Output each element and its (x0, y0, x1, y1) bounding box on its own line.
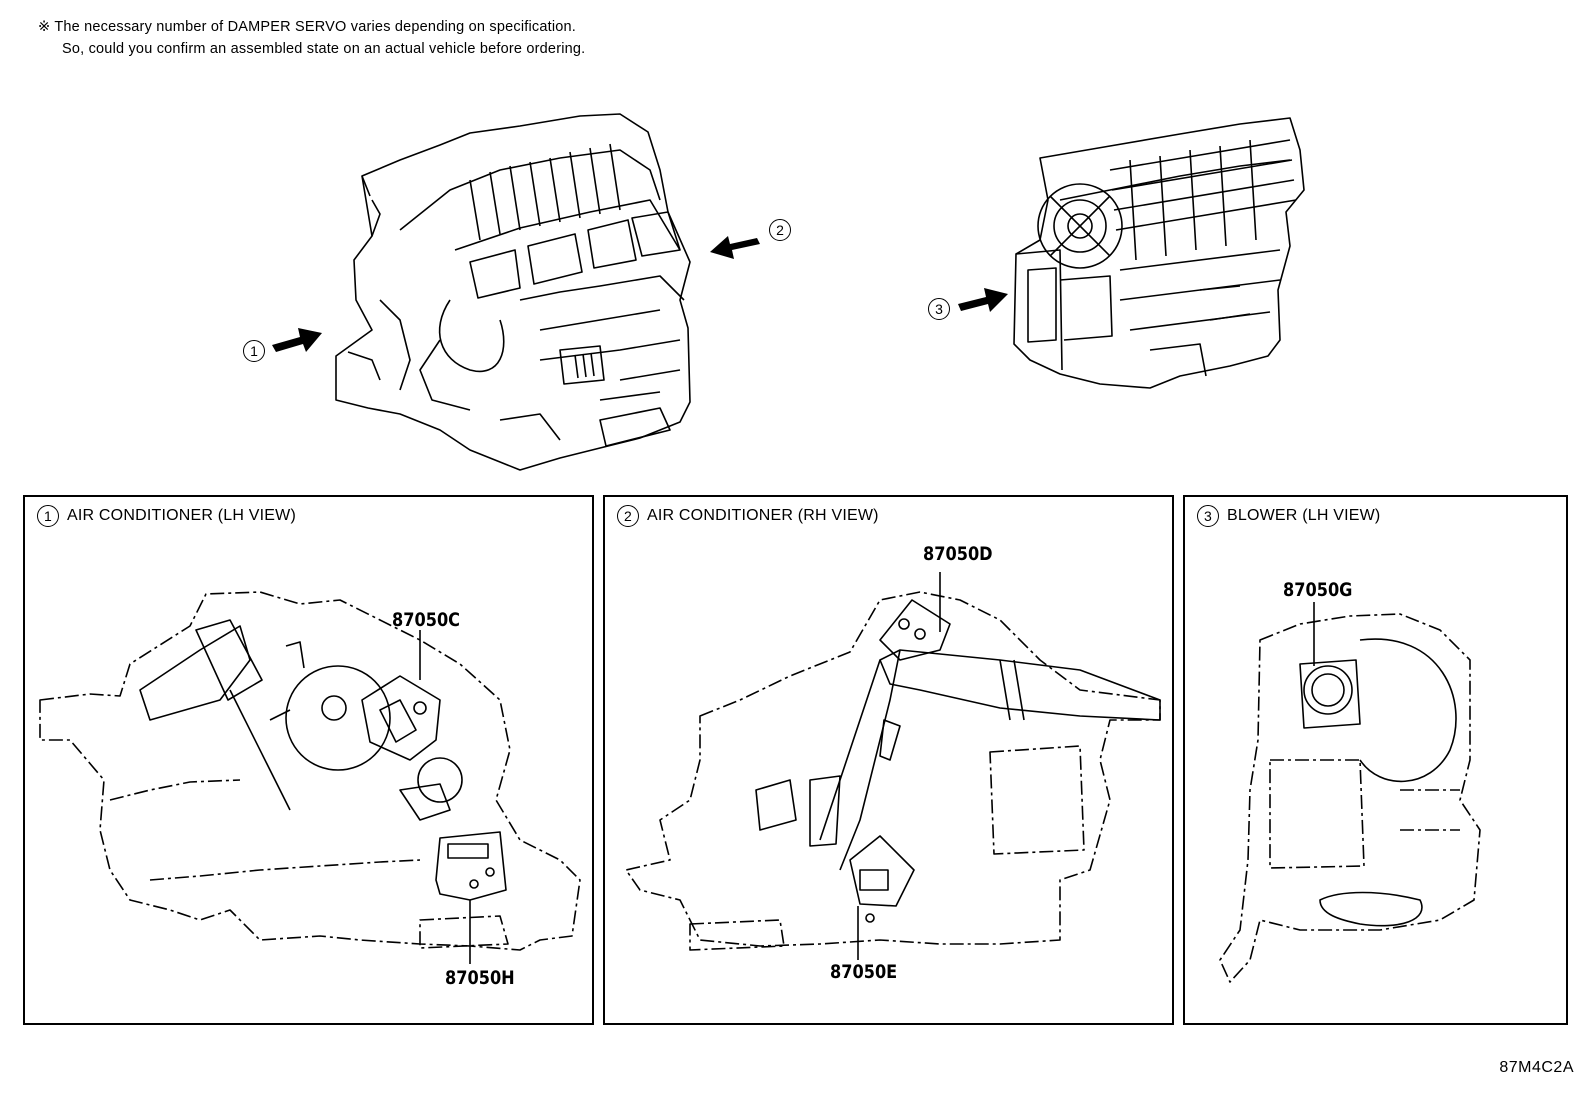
panel-3-components (1299, 602, 1457, 927)
panel-2-components (755, 572, 1161, 960)
note-text-1: The necessary number of DAMPER SERVO var… (54, 19, 577, 35)
damper-servo-87050D (879, 599, 951, 661)
part-label-87050C: 87050C (392, 609, 461, 631)
arrow-3 (958, 288, 1008, 312)
panel-air-conditioner-lh: 1 AIR CONDITIONER (LH VIEW) 87050C 87050… (23, 495, 594, 1025)
panel-1-title-text: AIR CONDITIONER (LH VIEW) (67, 507, 297, 524)
callout-2: 2 (769, 219, 791, 241)
part-label-87050G: 87050G (1283, 579, 1353, 601)
view-arrows (272, 236, 1008, 352)
panel-1-title: 1 AIR CONDITIONER (LH VIEW) (37, 505, 296, 527)
panel-1-number: 1 (37, 505, 59, 527)
part-label-87050H: 87050H (445, 967, 515, 989)
panel-3-title: 3 BLOWER (LH VIEW) (1197, 505, 1380, 527)
part-label-87050D: 87050D (923, 543, 993, 565)
blower-assembly-illustration (1013, 117, 1305, 389)
panel-2-drawing (625, 591, 1161, 951)
note-mark: ※ (38, 19, 51, 35)
panel-2-number: 2 (617, 505, 639, 527)
arrow-2 (710, 236, 760, 259)
air-conditioner-assembly-illustration (335, 113, 691, 471)
part-label-87050E: 87050E (830, 961, 898, 983)
panel-1-drawing (39, 591, 581, 951)
panel-1-components (139, 619, 507, 964)
callout-1: 1 (243, 340, 265, 362)
panel-3-number: 3 (1197, 505, 1219, 527)
panel-air-conditioner-rh: 2 AIR CONDITIONER (RH VIEW) 87050D 87050… (603, 495, 1174, 1025)
specification-note: ※ The necessary number of DAMPER SERVO v… (38, 16, 585, 60)
diagram-code: 87M4C2A (1499, 1059, 1574, 1076)
damper-servo-87050E (849, 835, 915, 907)
note-line-1: ※ The necessary number of DAMPER SERVO v… (38, 16, 585, 38)
panel-blower-lh: 3 BLOWER (LH VIEW) 87050G (1183, 495, 1568, 1025)
damper-servo-87050G (1299, 659, 1361, 729)
panel-3-title-text: BLOWER (LH VIEW) (1227, 507, 1381, 524)
arrow-1 (272, 328, 322, 352)
damper-servo-87050C (361, 675, 441, 761)
panel-2-title: 2 AIR CONDITIONER (RH VIEW) (617, 505, 879, 527)
panel-2-title-text: AIR CONDITIONER (RH VIEW) (647, 507, 879, 524)
note-line-2: So, could you confirm an assembled state… (62, 41, 586, 57)
callout-3: 3 (928, 298, 950, 320)
panel-3-drawing (1219, 613, 1481, 983)
